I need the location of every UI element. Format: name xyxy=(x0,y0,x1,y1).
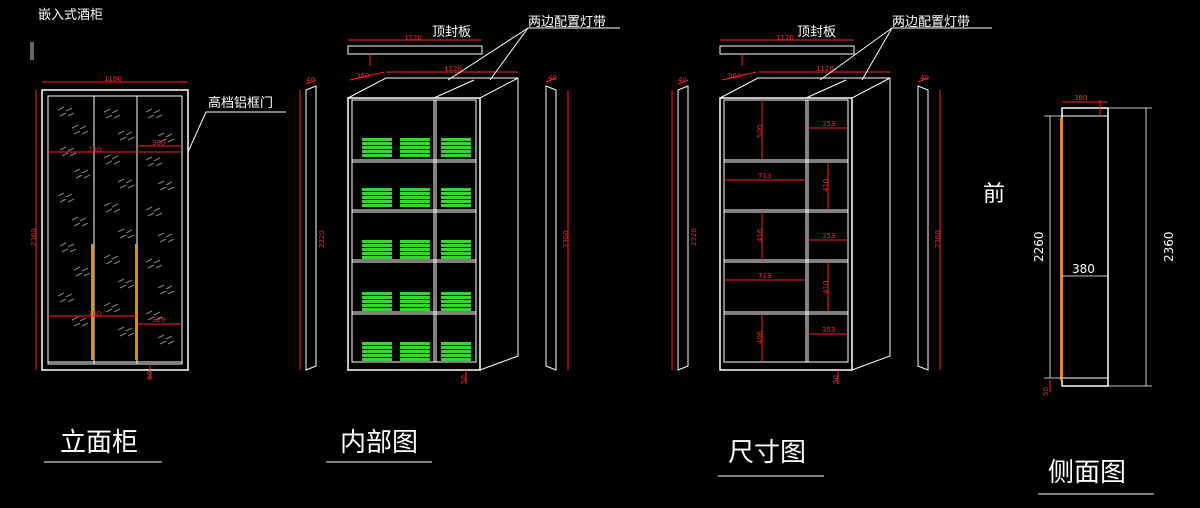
dim-size-right-width-3: 353 xyxy=(822,326,836,334)
dim-size-panel-height: 2320 xyxy=(690,228,698,246)
dim-top-panel-width-2: 1120 xyxy=(776,34,794,42)
dim-interior-depth: 360 xyxy=(356,72,370,80)
dim-panel-a-width: 40 xyxy=(306,76,315,84)
dim-size-left-width-2: 713 xyxy=(758,272,772,280)
dim-panel-b-height: 2360 xyxy=(562,230,570,248)
front-marker: 前 xyxy=(983,182,1006,207)
dim-interior-base: 50 xyxy=(460,375,468,384)
dim-side-width: 380 xyxy=(1072,262,1095,276)
dim-col-width-a: 380 xyxy=(152,139,166,147)
dim-side-outer-height: 2360 xyxy=(1162,231,1176,262)
front-view xyxy=(35,81,286,380)
dim-size-height-3: 410 xyxy=(822,280,830,294)
dim-size-right-width-1: 353 xyxy=(822,120,836,128)
dim-panel-b-width: 40 xyxy=(548,74,557,82)
dim-side-inner-height: 2260 xyxy=(1032,231,1046,262)
dimension-view xyxy=(671,27,992,384)
dim-side-top: 380 xyxy=(1074,94,1088,102)
dim-size-depth: 360 xyxy=(728,72,742,80)
dim-col-width-b: 329 xyxy=(152,316,166,324)
side-view xyxy=(1044,100,1152,392)
label-door: 高档铝框门 xyxy=(208,96,274,111)
dim-size-side-width: 40 xyxy=(920,74,929,82)
drawing-title: 嵌入式酒柜 xyxy=(38,8,104,23)
interior-view xyxy=(299,27,620,384)
label-top-panel-1: 顶封板 xyxy=(432,25,472,40)
dim-inner-width-a: 780 xyxy=(88,146,102,154)
dim-size-base: 50 xyxy=(832,375,840,384)
dim-size-height-2: 416 xyxy=(756,228,764,242)
caption-side-view: 侧面图 xyxy=(1048,458,1127,488)
dim-front-base: 50 xyxy=(146,371,154,380)
dim-front-width: 1160 xyxy=(104,75,122,83)
caption-interior-view: 内部图 xyxy=(340,428,419,458)
dim-size-side-height: 2360 xyxy=(934,230,942,248)
dim-size-height-4: 406 xyxy=(756,330,764,344)
dim-inner-width-b: 780 xyxy=(88,310,102,318)
dim-side-base: 50 xyxy=(1042,387,1050,396)
label-led-strip-2: 两边配置灯带 xyxy=(892,15,971,30)
dim-size-right-width-2: 353 xyxy=(822,232,836,240)
label-top-panel-2: 顶封板 xyxy=(797,25,837,40)
dim-size-shelf-gap: 500 xyxy=(756,124,764,138)
label-led-strip-1: 两边配置灯带 xyxy=(528,15,607,30)
dim-panel-a-height: 2320 xyxy=(318,230,326,248)
dim-size-height-1: 410 xyxy=(822,178,830,192)
dim-size-left-width-1: 713 xyxy=(758,172,772,180)
dim-front-height: 2360 xyxy=(30,228,38,246)
dim-top-panel-width-1: 1120 xyxy=(404,34,422,42)
dim-interior-width: 1120 xyxy=(444,65,462,73)
caption-dimension-view: 尺寸图 xyxy=(728,438,807,468)
caption-front-view: 立面柜 xyxy=(60,428,139,458)
dim-size-width: 1120 xyxy=(816,65,834,73)
dim-size-panel-width: 40 xyxy=(678,76,687,84)
